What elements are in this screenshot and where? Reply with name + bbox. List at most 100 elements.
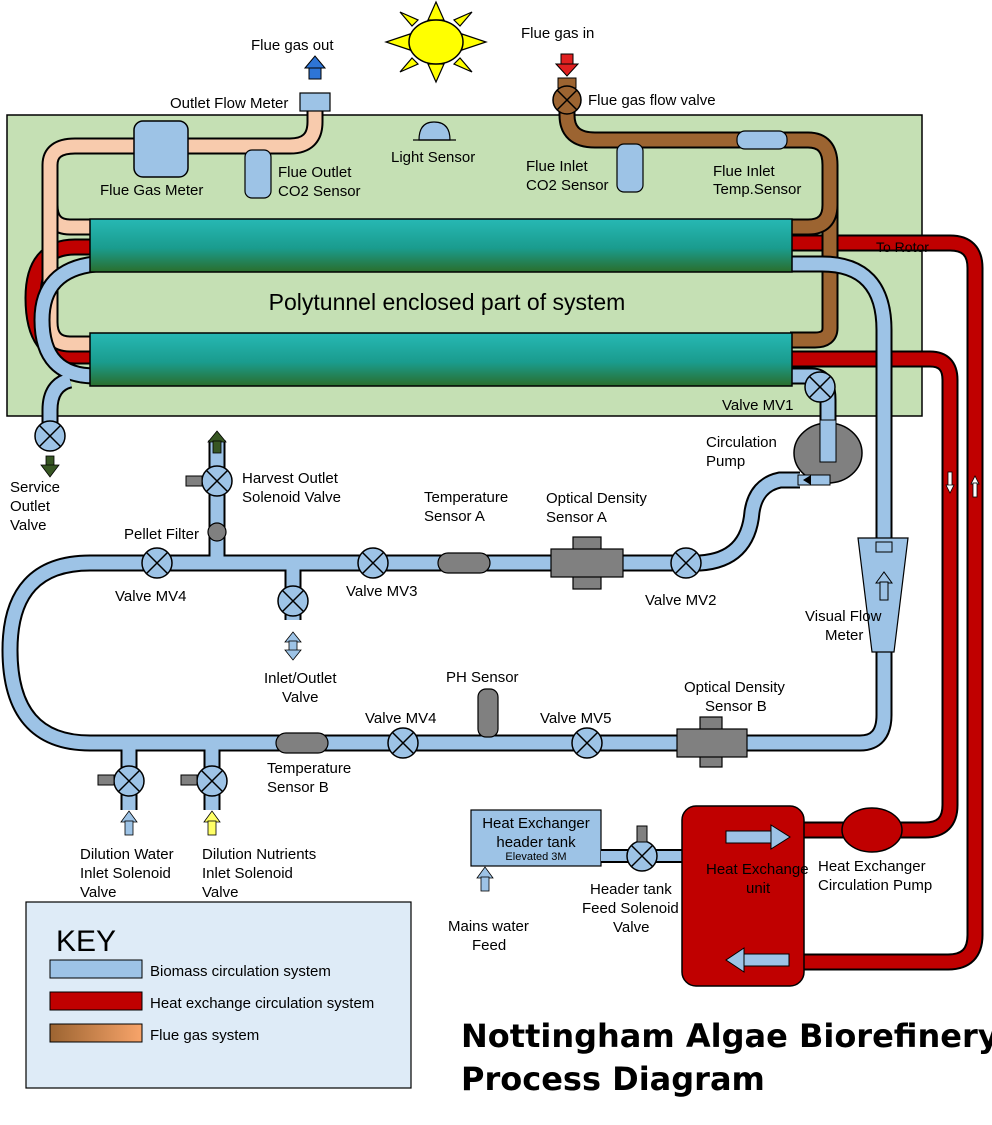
label-od-sensor-a-2: Sensor A <box>546 509 607 526</box>
heat-unit-inflow-arrow-icon <box>725 824 791 850</box>
label-header-feed-valve-2: Feed Solenoid <box>582 900 679 917</box>
label-od-sensor-b-2: Sensor B <box>705 698 767 715</box>
heat-flow-arrow-down-icon <box>945 471 955 494</box>
circulation-pump <box>793 419 863 486</box>
key-swatch-heat <box>49 991 143 1011</box>
harvest-valve-actuator <box>185 475 203 487</box>
label-inlet-outlet-valve: Inlet/Outlet <box>264 670 337 687</box>
label-header-tank-2: header tank <box>496 834 576 851</box>
inlet-outlet-valve[interactable] <box>277 585 309 617</box>
valve-mv4-bottom[interactable] <box>387 727 419 759</box>
dilution-nutrients-arrow-icon <box>203 810 221 836</box>
label-flue-inlet-co2: Flue Inlet <box>526 158 589 175</box>
polytunnel-label: Polytunnel enclosed part of system <box>269 289 626 315</box>
label-header-feed-valve: Header tank <box>590 881 672 898</box>
key-label-flue: Flue gas system <box>150 1027 259 1044</box>
heat-flow-arrow-up-icon <box>970 475 980 498</box>
label-mains-water: Mains water <box>448 918 529 935</box>
label-heat-exchange-unit-2: unit <box>746 880 771 897</box>
label-header-feed-valve-3: Valve <box>613 919 649 936</box>
label-service-outlet-2: Outlet <box>10 498 51 515</box>
label-dilution-water: Dilution Water <box>80 846 174 863</box>
label-heat-circ-pump-2: Circulation Pump <box>818 877 932 894</box>
valve-mv5[interactable] <box>571 727 603 759</box>
key-label-heat: Heat exchange circulation system <box>150 995 374 1012</box>
flue-gas-flow-valve[interactable] <box>552 85 582 115</box>
valve-mv4-top[interactable] <box>141 547 173 579</box>
label-flue-inlet-temp-2: Temp.Sensor <box>713 181 801 198</box>
label-valve-mv3: Valve MV3 <box>346 583 417 600</box>
label-flue-inlet-temp: Flue Inlet <box>713 163 776 180</box>
label-service-outlet: Service <box>10 479 60 496</box>
label-od-sensor-a: Optical Density <box>546 490 647 507</box>
label-flue-gas-out: Flue gas out <box>251 37 334 54</box>
label-flue-outlet-co2-2: CO2 Sensor <box>278 183 361 200</box>
header-tank-feed-valve[interactable] <box>626 840 658 872</box>
flue-gas-meter <box>133 120 189 178</box>
label-valve-mv4-bottom: Valve MV4 <box>365 710 436 727</box>
label-dilution-water-2: Inlet Solenoid <box>80 865 171 882</box>
label-to-rotor: To Rotor <box>876 239 929 255</box>
label-circulation-pump-2: Pump <box>706 453 745 470</box>
optical-density-sensor-a <box>550 536 624 590</box>
sun-icon <box>384 0 488 84</box>
harvest-outlet-arrow-icon <box>207 430 227 454</box>
label-heat-exchange-unit: Heat Exchange <box>706 861 809 878</box>
dilution-nutrients-valve[interactable] <box>196 765 228 797</box>
label-service-outlet-3: Valve <box>10 517 46 534</box>
label-flue-gas-meter: Flue Gas Meter <box>100 182 203 199</box>
label-visual-flow-meter-2: Meter <box>825 627 863 644</box>
label-dilution-nutrients: Dilution Nutrients <box>202 846 316 863</box>
light-sensor <box>418 121 451 141</box>
dilution-water-actuator <box>97 774 115 786</box>
label-valve-mv4-top: Valve MV4 <box>115 588 186 605</box>
key-heading: KEY <box>56 925 116 958</box>
label-dilution-nutrients-3: Valve <box>202 884 238 901</box>
label-valve-mv5: Valve MV5 <box>540 710 611 727</box>
label-harvest-outlet-2: Solenoid Valve <box>242 489 341 506</box>
label-valve-mv2: Valve MV2 <box>645 592 716 609</box>
label-flue-outlet-co2: Flue Outlet <box>278 164 352 181</box>
label-light-sensor: Light Sensor <box>391 149 475 166</box>
flue-gas-out-arrow-icon <box>303 55 327 69</box>
label-circulation-pump: Circulation <box>706 434 777 451</box>
label-temp-sensor-b-2: Sensor B <box>267 779 329 796</box>
key-swatch-flue <box>49 1023 143 1043</box>
photobioreactor-tube-bottom <box>89 332 793 387</box>
outlet-flow-meter <box>299 92 331 112</box>
dilution-nutrients-actuator <box>180 774 198 786</box>
label-visual-flow-meter: Visual Flow <box>805 608 882 625</box>
label-harvest-outlet: Harvest Outlet <box>242 470 339 487</box>
dilution-water-arrow-icon <box>120 810 138 836</box>
label-mains-water-2: Feed <box>472 937 506 954</box>
label-ph-sensor: PH Sensor <box>446 669 519 686</box>
pellet-filter <box>207 522 227 542</box>
label-temp-sensor-a: Temperature <box>424 489 508 506</box>
label-od-sensor-b: Optical Density <box>684 679 785 696</box>
service-outlet-arrow-icon <box>40 455 60 478</box>
valve-mv3[interactable] <box>357 547 389 579</box>
flue-inlet-co2-sensor <box>616 143 644 193</box>
label-flue-gas-flow-valve: Flue gas flow valve <box>588 92 716 109</box>
service-outlet-valve[interactable] <box>34 420 66 452</box>
header-valve-actuator <box>636 825 648 843</box>
label-temp-sensor-a-2: Sensor A <box>424 508 485 525</box>
label-outlet-flow-meter: Outlet Flow Meter <box>170 95 288 112</box>
label-dilution-nutrients-2: Inlet Solenoid <box>202 865 293 882</box>
diagram-title-line1: Nottingham Algae Biorefinery <box>461 1017 992 1055</box>
harvest-outlet-valve[interactable] <box>201 465 233 497</box>
label-header-tank: Heat Exchanger <box>482 815 590 832</box>
label-inlet-outlet-valve-2: Valve <box>282 689 318 706</box>
label-header-tank-note: Elevated 3M <box>505 851 566 863</box>
dilution-water-valve[interactable] <box>113 765 145 797</box>
flue-outlet-co2-sensor <box>244 149 272 199</box>
label-temp-sensor-b: Temperature <box>267 760 351 777</box>
valve-mv2[interactable] <box>670 547 702 579</box>
key-swatch-biomass <box>49 959 143 979</box>
label-flue-inlet-co2-2: CO2 Sensor <box>526 177 609 194</box>
ph-sensor <box>477 688 499 738</box>
diagram-title-line2: Process Diagram <box>461 1060 765 1098</box>
heat-exchange-unit <box>681 805 805 987</box>
valve-mv1[interactable] <box>804 371 836 403</box>
